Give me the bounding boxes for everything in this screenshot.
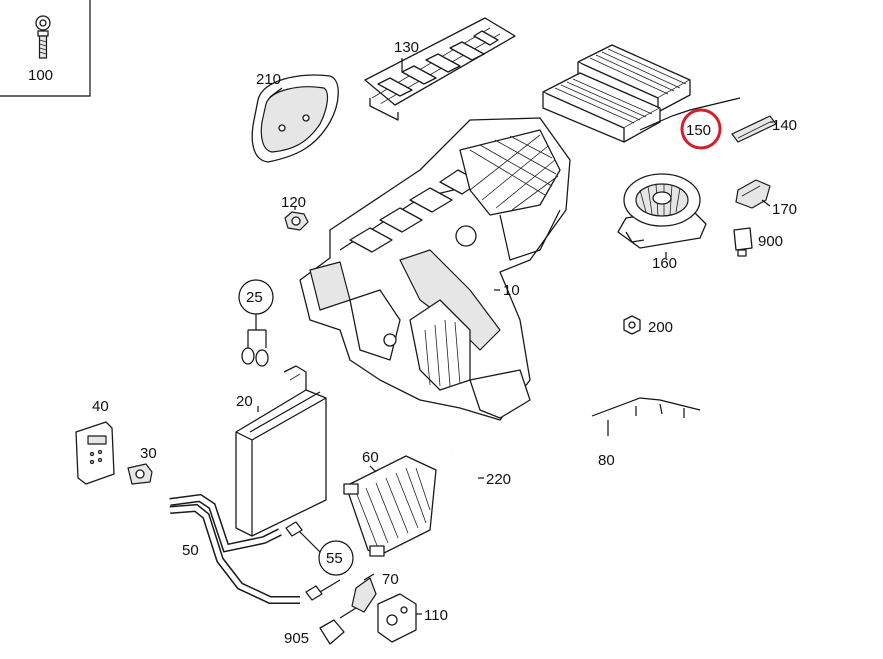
part-label-20: 20: [236, 393, 253, 410]
part-25-o-rings[interactable]: 25: [238, 279, 274, 367]
part-label-40: 40: [92, 398, 109, 415]
part-150-cabin-filters[interactable]: 150: [542, 44, 741, 150]
part-120-sensor[interactable]: 120: [281, 194, 309, 231]
part-label-120: 120: [281, 194, 306, 211]
part-label-10: 10: [503, 282, 520, 299]
part-label-220: 220: [486, 471, 511, 488]
part-label-55: 55: [326, 550, 343, 567]
part-60-heater-core[interactable]: 60: [343, 449, 437, 557]
part-10-hvac-housing[interactable]: 10: [299, 117, 571, 421]
part-label-900: 900: [758, 233, 783, 250]
part-905-connector-clip[interactable]: 905: [284, 607, 357, 647]
part-30-sensor[interactable]: 30: [127, 445, 157, 485]
part-220-drain-hose[interactable]: 220: [451, 448, 511, 537]
part-110-actuator[interactable]: 110: [377, 593, 448, 643]
part-210-seal-frame[interactable]: 210: [251, 71, 339, 163]
part-label-200: 200: [648, 319, 673, 336]
part-label-100: 100: [28, 67, 53, 84]
highlight-circle-150: [680, 108, 722, 150]
part-label-50: 50: [182, 542, 199, 559]
part-40-control-unit[interactable]: 40: [75, 398, 115, 485]
part-170-resistor[interactable]: 170: [735, 179, 797, 218]
part-70-valve[interactable]: 70: [351, 571, 399, 613]
part-label-80: 80: [598, 452, 615, 469]
part-900-connector[interactable]: 900: [733, 227, 783, 257]
part-label-170: 170: [772, 201, 797, 218]
part-label-70: 70: [382, 571, 399, 588]
part-140-small-filter[interactable]: 140: [731, 115, 797, 143]
part-80-wiring-harness[interactable]: 80: [591, 397, 701, 469]
part-50-refrigerant-lines[interactable]: 50: [169, 493, 300, 604]
part-label-150: 150: [686, 122, 711, 139]
part-20-evaporator[interactable]: 20: [235, 365, 327, 537]
part-55-seals[interactable]: 55: [285, 521, 354, 601]
part-label-140: 140: [772, 117, 797, 134]
part-130-duct-grille[interactable]: 130: [364, 17, 516, 121]
part-label-905: 905: [284, 630, 309, 647]
part-label-60: 60: [362, 449, 379, 466]
bolt-icon[interactable]: [35, 15, 51, 59]
part-label-110: 110: [424, 607, 448, 624]
part-label-160: 160: [652, 255, 677, 272]
part-label-130: 130: [394, 39, 419, 56]
part-160-blower-motor[interactable]: 160: [617, 173, 707, 272]
part-200-nut[interactable]: 200: [623, 315, 673, 336]
part-label-30: 30: [140, 445, 157, 462]
part-100-inset: 100: [0, 0, 91, 97]
part-label-210: 210: [256, 71, 281, 88]
part-label-25: 25: [246, 289, 263, 306]
